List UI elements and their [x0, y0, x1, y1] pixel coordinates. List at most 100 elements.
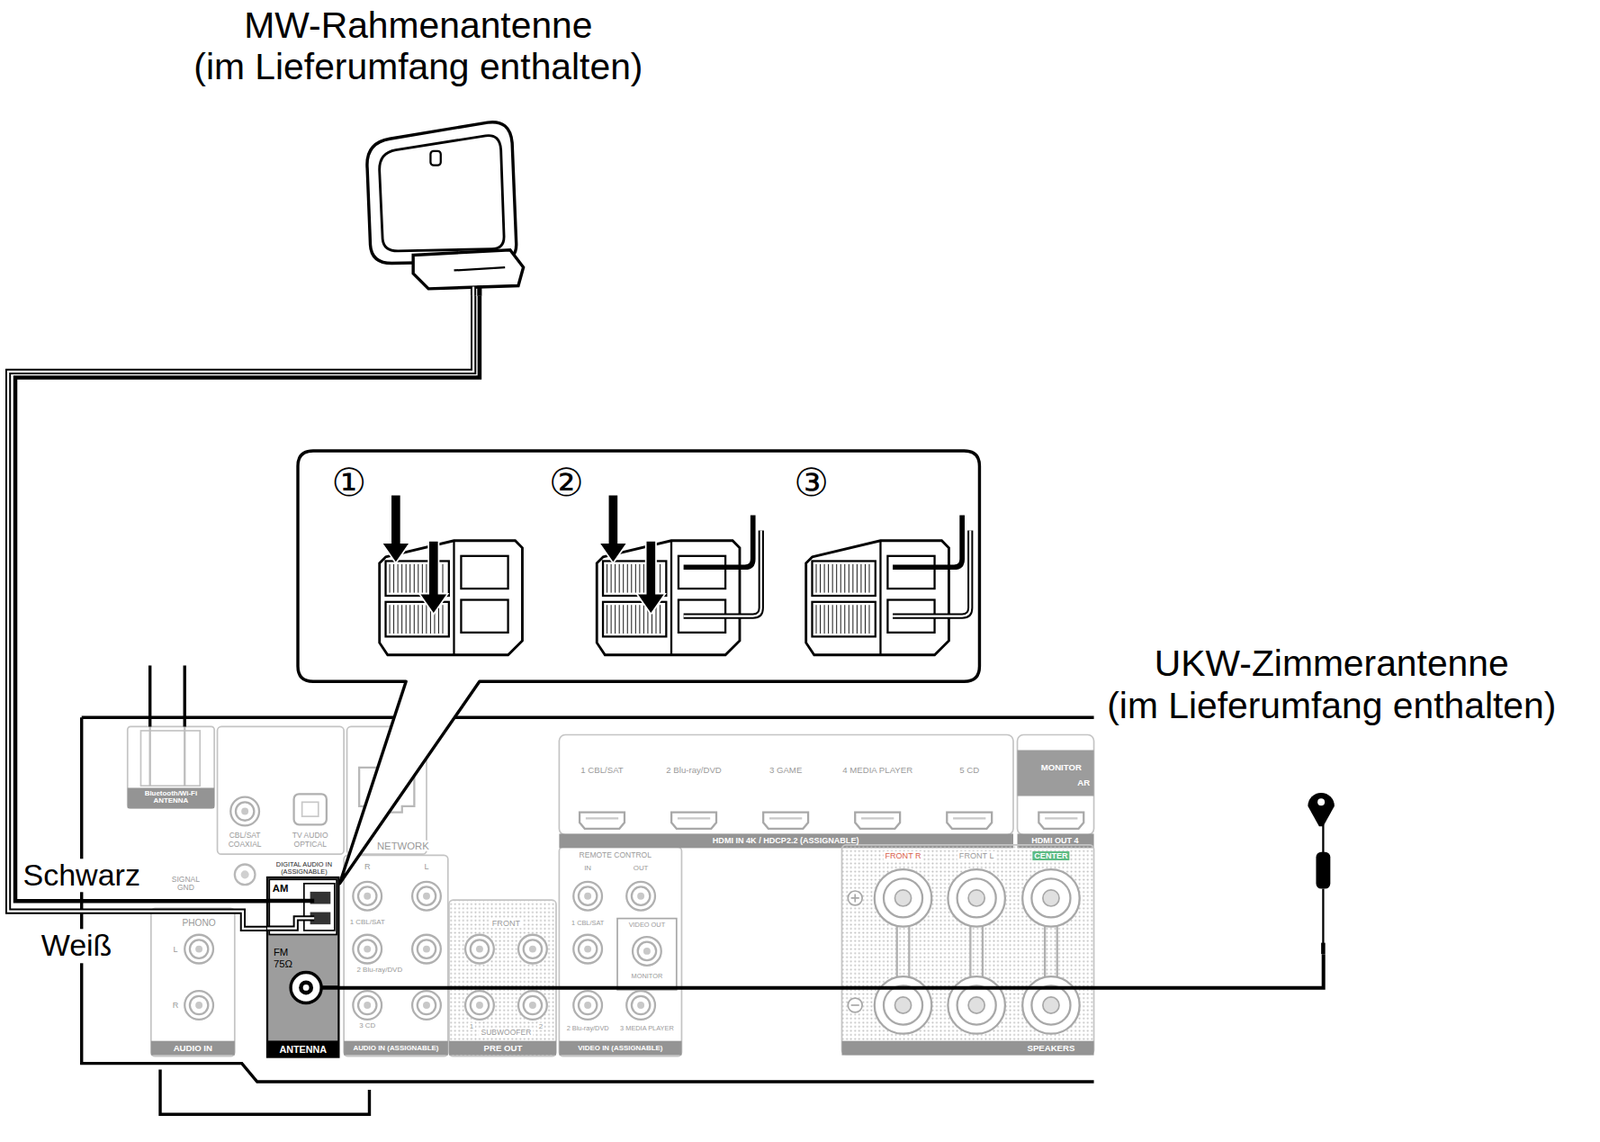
- channel-label: R: [362, 862, 373, 872]
- label-strip: [343, 1041, 449, 1056]
- section-label: HDMI OUT 4: [1031, 835, 1079, 845]
- port-label: 5 CD: [957, 765, 981, 776]
- lever-hatch: [819, 604, 821, 634]
- rca-jack: [184, 990, 214, 1020]
- remote-jack: [626, 881, 656, 911]
- lever-hatch: [638, 604, 640, 634]
- port-label: 1 CBL/SAT: [578, 765, 625, 776]
- antenna-wire: [1322, 824, 1325, 854]
- terminal-lever: [812, 561, 876, 597]
- port-label: 2 Blu-ray/DVD: [565, 1024, 612, 1033]
- optical-port: [294, 793, 327, 825]
- lever-hatch: [611, 604, 612, 634]
- port-label: VIDEO OUT: [627, 921, 667, 929]
- white-wire: [892, 530, 971, 617]
- ground-screw: [234, 864, 256, 886]
- white-wire: [8, 296, 474, 929]
- port-label: FRONT: [490, 918, 522, 928]
- label-band: [267, 1041, 339, 1058]
- polarity-symbol: [847, 997, 863, 1013]
- lever-hatch: [611, 564, 612, 594]
- lever-hatch: [405, 564, 407, 594]
- section-label: AUDIO IN: [173, 1042, 213, 1053]
- lever-hatch: [630, 564, 632, 594]
- hdmi-in-section: [558, 734, 1014, 835]
- rca-jack: [632, 936, 662, 966]
- port-label: CBL/SAT COAXIAL: [221, 831, 269, 849]
- coaxial-jack: [230, 797, 260, 827]
- lever-hatch: [630, 604, 632, 634]
- am-terminal: [304, 883, 335, 931]
- white-wire: [267, 918, 315, 929]
- port-label: Bluetooth/Wi-Fi ANTENNA: [127, 790, 215, 806]
- binding-post: [874, 976, 932, 1034]
- wire-color-label: Weiß: [39, 928, 115, 962]
- terminal-body: [452, 540, 455, 656]
- binding-post: [874, 869, 932, 926]
- port-label: REMOTE CONTROL: [577, 852, 654, 861]
- lever-hatch: [393, 564, 395, 594]
- loop-stand: [454, 267, 506, 270]
- antenna-rod: [1316, 852, 1331, 890]
- lever-hatch: [389, 564, 391, 594]
- port-label: 1: [467, 1022, 476, 1031]
- port-label: 3 GAME: [767, 765, 804, 776]
- lever-hatch: [413, 564, 415, 594]
- channel-label: R: [170, 1000, 181, 1010]
- label-strip: [151, 1041, 235, 1056]
- lever-hatch: [425, 604, 427, 634]
- callout-box: ①②③: [297, 450, 980, 682]
- rca-jack: [184, 934, 214, 964]
- lever-hatch: [869, 604, 871, 634]
- rca-jack: [412, 881, 441, 911]
- label-strip: [1017, 750, 1095, 797]
- lever-hatch: [393, 604, 395, 634]
- terminal-body: [596, 540, 740, 656]
- ground-screw: [241, 870, 250, 879]
- phono-section: [151, 907, 235, 1056]
- terminal-body: [670, 540, 673, 656]
- lever-hatch: [409, 564, 411, 594]
- audio-in-section: [343, 854, 449, 1056]
- terminal-slot: [678, 556, 726, 589]
- binding-post: [947, 976, 1006, 1034]
- lever-hatch: [827, 564, 829, 594]
- fm-jack: [290, 972, 322, 1004]
- lever-hatch: [422, 564, 423, 594]
- hdmi-port: [763, 812, 809, 829]
- white-wire: [892, 530, 971, 617]
- terminal-slot: [461, 600, 509, 633]
- lever-hatch: [442, 604, 444, 634]
- rca-jack: [465, 934, 495, 964]
- lever-hatch: [827, 604, 829, 634]
- lever-hatch: [405, 604, 407, 634]
- lever-hatch: [619, 604, 621, 634]
- rca-jack: [573, 934, 603, 964]
- lever-hatch: [643, 604, 645, 634]
- pre-out-section: [449, 899, 557, 1056]
- lever-hatch: [622, 564, 624, 594]
- terminal-label: AM: [272, 882, 289, 895]
- rca-jack: [465, 990, 495, 1020]
- port-label: 3 MEDIA PLAYER: [618, 1024, 676, 1033]
- terminal-slot: [887, 556, 935, 589]
- lever-hatch: [417, 604, 419, 634]
- section-label: SPEAKERS: [1026, 1042, 1075, 1053]
- polarity-symbol: [847, 890, 863, 906]
- rca-jack: [352, 881, 382, 911]
- terminal-slot: [461, 556, 509, 589]
- label-strip: [449, 1041, 557, 1056]
- callout-number: ①: [331, 461, 367, 507]
- antenna-wire: [1322, 889, 1325, 944]
- callout-outline: [297, 450, 980, 884]
- fm-antenna-wire: [338, 953, 1323, 988]
- port-label: MONITOR: [629, 972, 666, 980]
- node-shape: [297, 450, 980, 682]
- black-wire: [267, 898, 315, 904]
- speaker-label: CENTER: [1032, 851, 1070, 861]
- lever-hatch: [824, 604, 826, 634]
- loop-antenna: MW-Rahmenantenne (im Lieferumfang enthal…: [152, 0, 687, 297]
- lever-hatch: [401, 604, 403, 634]
- hdmi-port: [1038, 812, 1084, 829]
- rca-jack: [518, 990, 548, 1020]
